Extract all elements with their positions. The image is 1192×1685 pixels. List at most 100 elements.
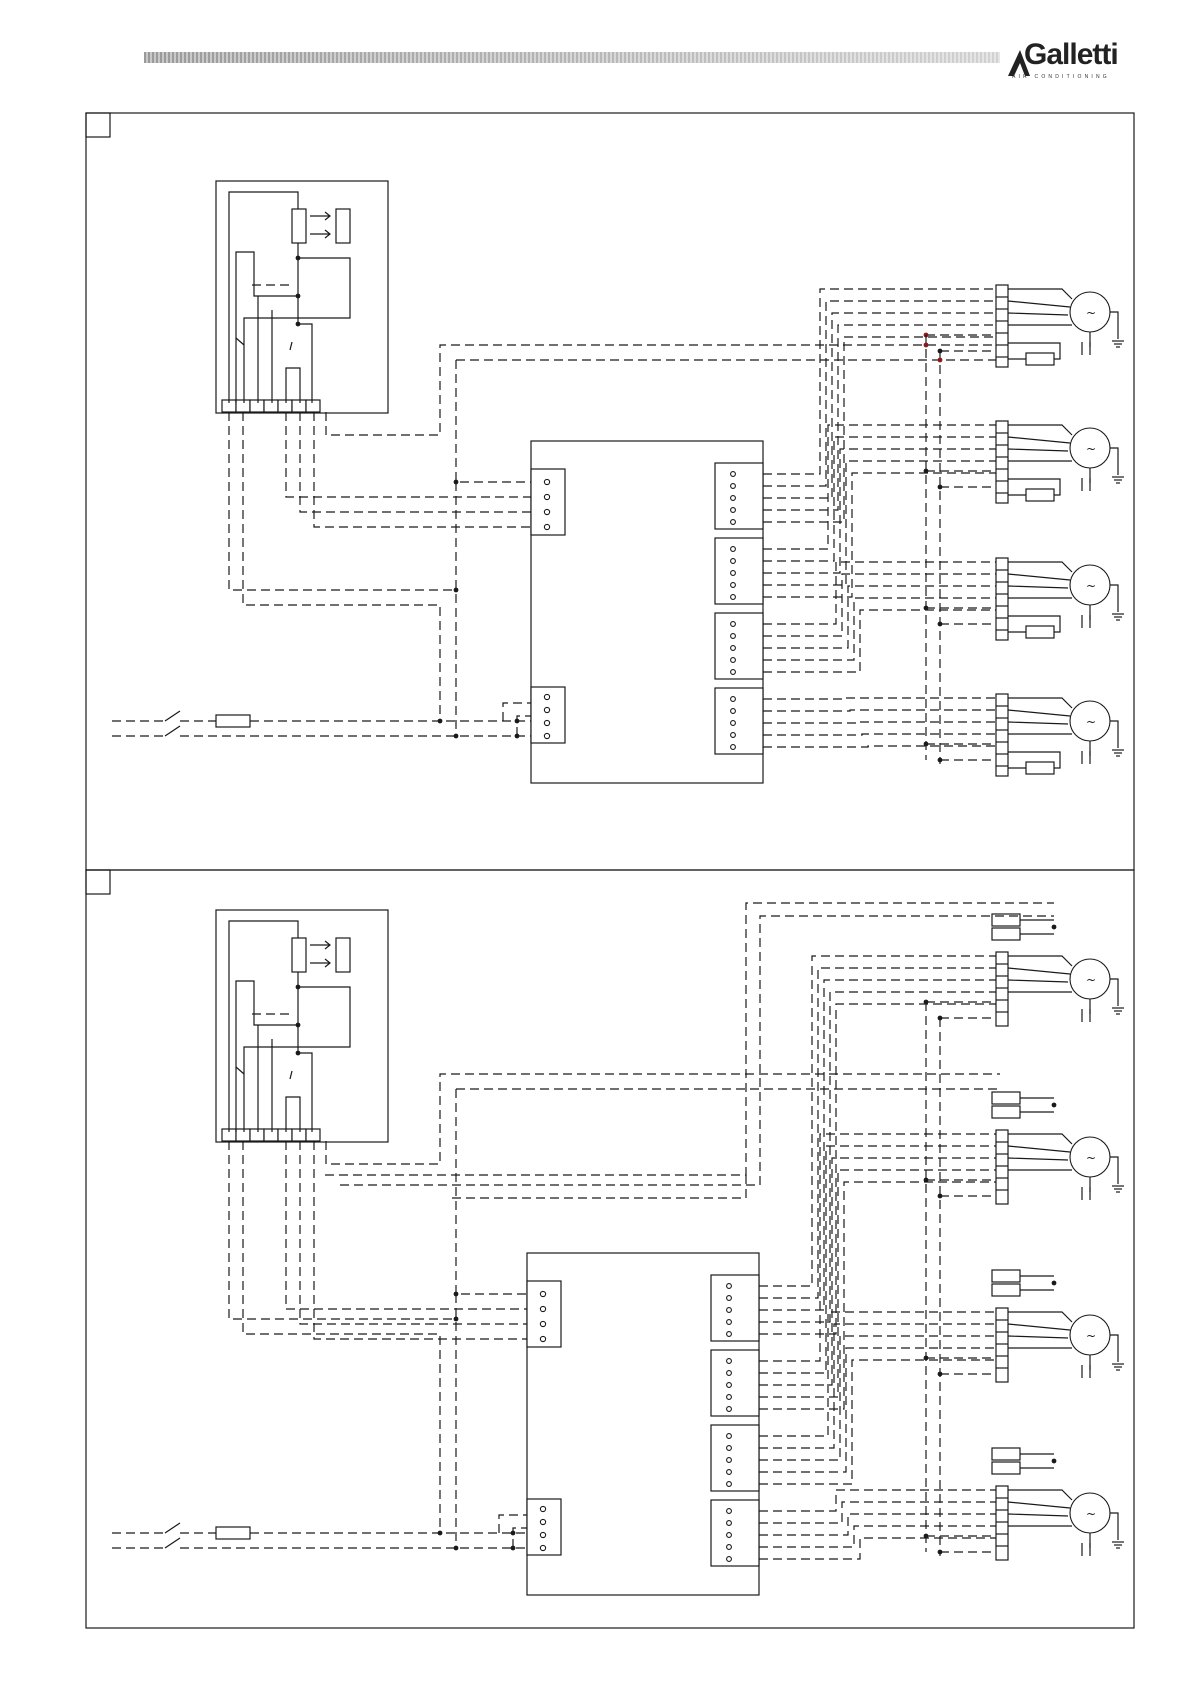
dashed-wire [229,412,456,590]
output-connector [715,463,763,529]
output-cable [763,722,996,723]
output-cable [759,1514,996,1535]
connector-pin [544,509,549,514]
output-cable [763,437,996,561]
panel-a-label-box [86,113,110,137]
dashed-wire [340,916,1054,1185]
junction-dot [454,1292,459,1297]
junction-dot [454,1546,459,1551]
connector-pin [731,472,736,477]
connector-pin [731,646,736,651]
wire [1008,956,1072,966]
output-cable [759,1170,996,1397]
connector-pin [727,1284,732,1289]
connector-pin [727,1371,732,1376]
resistor [1026,762,1054,774]
connector-pin [727,1446,732,1451]
thermostat-terminal [264,1129,278,1141]
junction-dot [454,588,459,593]
connector-pin [731,571,736,576]
junction-dot [1052,1459,1057,1464]
thermostat-terminal [306,1129,320,1141]
junction-dot [454,734,459,739]
connector-pin [727,1533,732,1538]
wire [1110,448,1118,475]
motor-symbol-icon: ~ [1086,973,1096,987]
connector-pin [727,1470,732,1475]
output-cable [763,746,996,747]
output-cable [763,598,996,660]
connector-pin [731,670,736,675]
wire [1008,586,1068,588]
junction-dot [924,343,929,348]
output-cable [759,1538,996,1559]
connector-pin [727,1545,732,1550]
dashed-wire [326,345,1000,435]
wire [1008,449,1068,451]
thermostat-terminal [250,400,264,412]
output-cable [759,956,996,1286]
output-cable [763,449,996,573]
wire [1008,1134,1072,1144]
fuse [216,1527,250,1539]
output-cable [759,1182,996,1409]
connector-pin [540,1291,545,1296]
output-cable [759,1158,996,1385]
output-cable [763,325,996,510]
output-cable [763,473,996,597]
connector-pin [731,721,736,726]
connector-pin [727,1407,732,1412]
connector-pin [727,1359,732,1364]
connector-pin [544,524,549,529]
output-cable [763,734,996,735]
output-cable [763,562,996,624]
wire [1110,312,1118,339]
output-cable [759,1004,996,1334]
dashed-wire [326,1074,1000,1164]
junction-dot [296,294,301,299]
connector-pin [727,1308,732,1313]
output-cable [763,313,996,498]
wire [1110,979,1118,1006]
junction-dot [454,480,459,485]
output-cable [759,1348,996,1472]
output-cable [759,992,996,1322]
junction-dot [296,256,301,261]
connector-pin [727,1296,732,1301]
wire [1008,562,1072,572]
output-cable [759,1502,996,1523]
thermostat-terminal [250,1129,264,1141]
output-cable [759,980,996,1310]
motor-terminal-strip [996,1130,1008,1204]
connector-pin [727,1509,732,1514]
output-cable [759,1134,996,1361]
wire [1008,1324,1070,1330]
connector-pin [731,697,736,702]
sensor-element [336,209,350,243]
output-cable [763,289,996,474]
output-cable [759,1490,996,1511]
connector-pin [544,694,549,699]
resistor [992,1462,1020,1474]
sensor-element [336,938,350,972]
resistor [992,1106,1020,1118]
connector-pin [731,508,736,513]
thermostat-terminal [292,1129,306,1141]
connector-pin [731,658,736,663]
connector-pin [540,1519,545,1524]
connector-pin [544,720,549,725]
sensor-element [292,938,306,972]
connector-pin [731,733,736,738]
resistor [992,928,1020,940]
connector-pin [540,1532,545,1537]
connector-pin [727,1395,732,1400]
thermostat-terminal [236,400,250,412]
thermostat-terminal [292,400,306,412]
motor-terminal-strip [996,1308,1008,1382]
output-cable [763,574,996,636]
motor-terminal-strip [996,952,1008,1026]
connector-pin [731,709,736,714]
wire [1008,980,1068,982]
wire [1008,301,1070,307]
